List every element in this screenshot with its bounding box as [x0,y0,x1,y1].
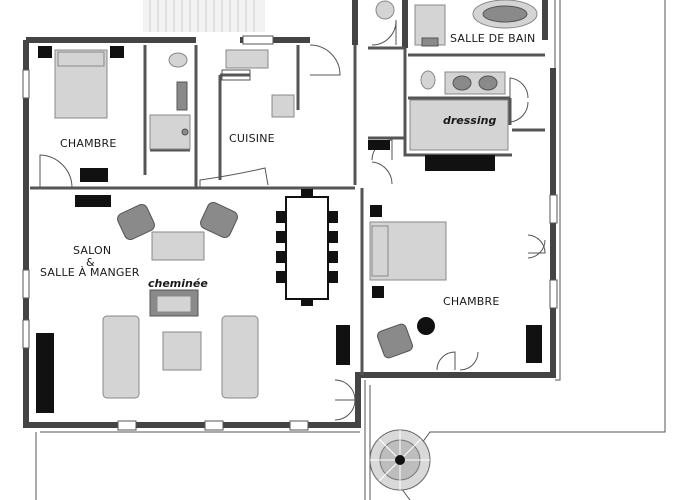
living-room-furniture [36,195,350,413]
interior-walls [30,45,545,375]
bedroom-left-furniture [38,46,124,182]
wc-furniture [149,52,191,150]
room-label-cuisine: CUISINE [229,132,275,145]
room-label-dressing: dressing [443,114,496,127]
room-label-chambre-left: CHAMBRE [60,137,117,150]
windows [22,35,558,431]
bedroom-right-furniture [369,205,542,363]
spiral-staircase [369,429,431,491]
room-label-salon: SALON [73,244,111,257]
bathroom-furniture [368,0,538,171]
dining-table [276,189,338,306]
room-label-salle-de-bain: SALLE DE BAIN [450,32,535,45]
entrance-stairs [143,0,265,32]
kitchen-furniture [218,49,295,180]
room-label-chambre-right: CHAMBRE [443,295,500,308]
room-label-salon-ampersand: & [86,256,95,269]
label-cheminee: cheminée [148,277,208,290]
doors [39,19,546,421]
room-label-salle-a-manger: SALLE À MANGER [40,266,140,279]
